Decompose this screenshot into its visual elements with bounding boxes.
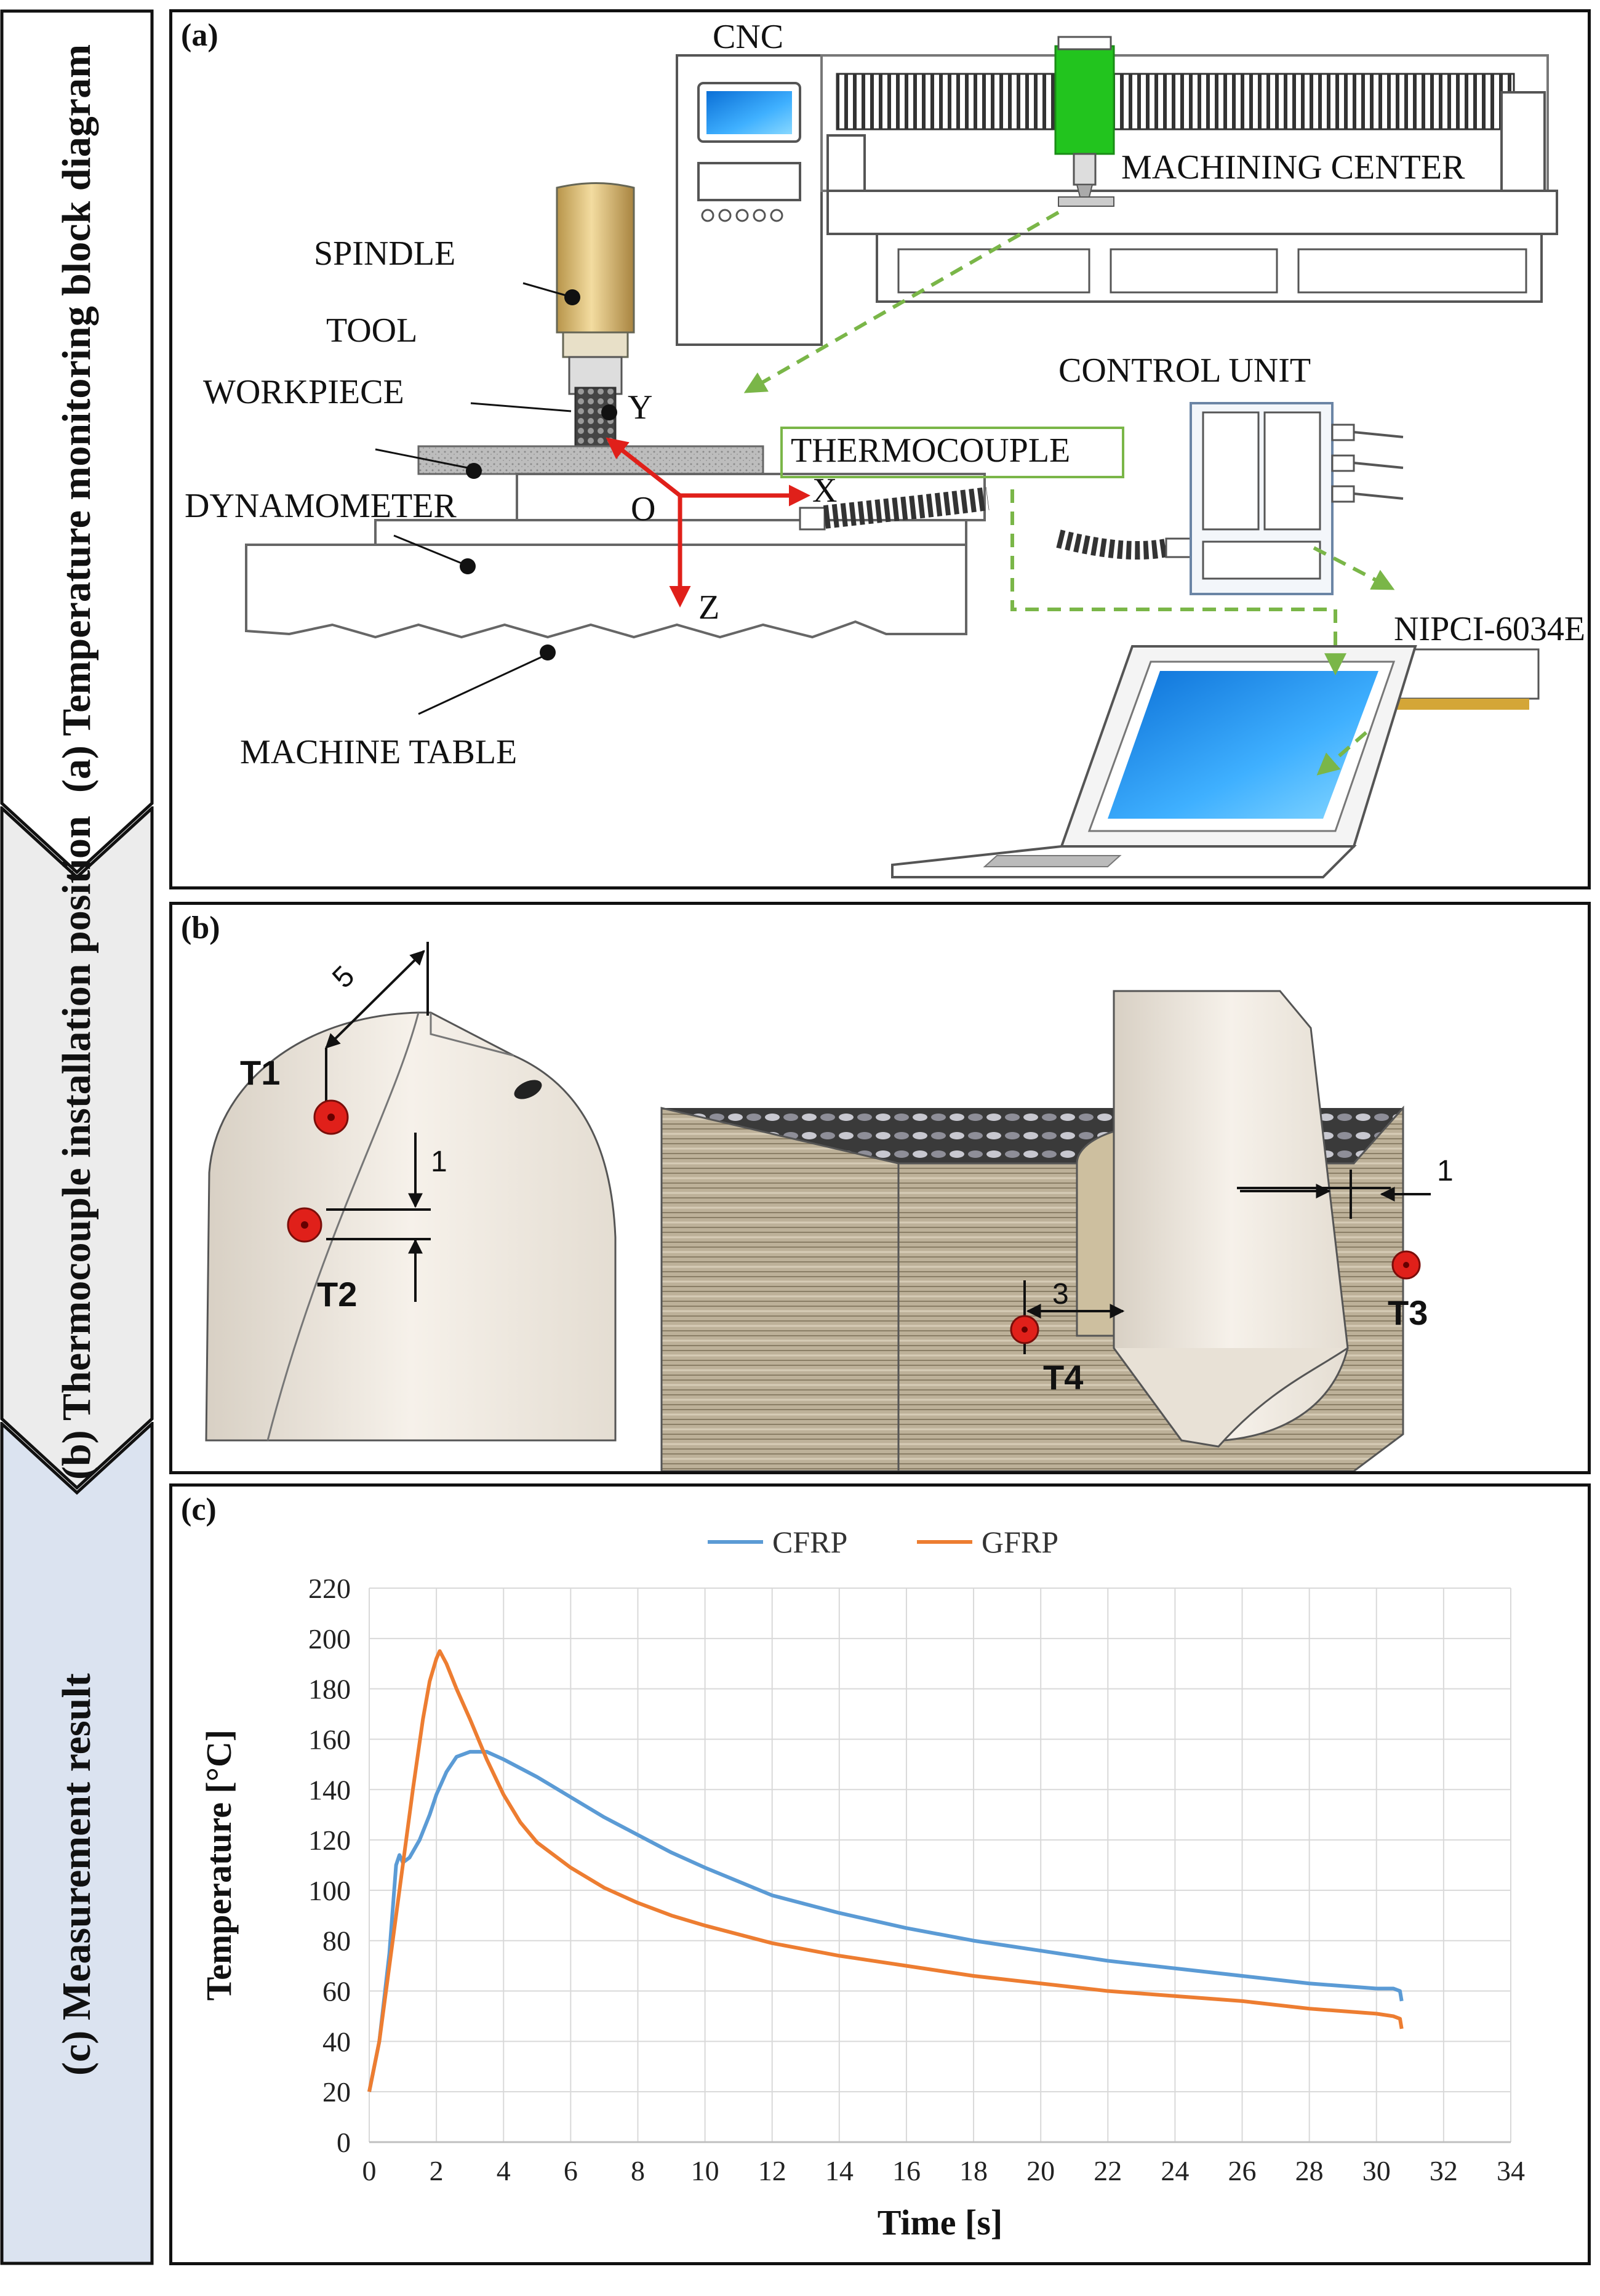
panel-a-illustration — [245, 36, 1558, 878]
x-tick-label: 18 — [959, 2155, 988, 2186]
thermocouple-label: THERMOCOUPLE — [791, 432, 1071, 470]
y-tick-label: 180 — [308, 1674, 351, 1705]
machine-table-label: MACHINE TABLE — [240, 733, 518, 771]
y-axis-title: Temperature [°C] — [199, 1730, 239, 2001]
y-tick-label: 40 — [322, 2026, 351, 2057]
panel-b-illustration — [205, 942, 1431, 1471]
x-tick-label: 8 — [631, 2155, 645, 2186]
panel-a: (a) CNC MACHINING CENTER SPINDLE TOOL WO… — [169, 9, 1591, 889]
legend-label-gfrp: GFRP — [982, 1525, 1058, 1559]
panel-b-tag: (b) — [181, 910, 220, 945]
spindle-label: SPINDLE — [314, 235, 456, 273]
dim-1-tool-label: 1 — [431, 1146, 447, 1178]
x-axis-title: Time [s] — [878, 2202, 1003, 2242]
cutting-setup-graphic — [245, 182, 986, 715]
x-tick-label: 20 — [1026, 2155, 1055, 2186]
x-tick-label: 2 — [430, 2155, 444, 2186]
t2-label: T2 — [317, 1275, 358, 1314]
x-tick-label: 6 — [564, 2155, 578, 2186]
y-tick-label: 140 — [308, 1774, 351, 1805]
x-tick-label: 14 — [825, 2155, 854, 2186]
step-c-shape — [0, 1422, 154, 2265]
thermocouple-points — [287, 1099, 1421, 1344]
y-tick-label: 0 — [337, 2127, 351, 2158]
series-line-gfrp — [367, 1649, 1404, 2092]
coordinate-axes — [606, 437, 810, 608]
x-tick-label: 34 — [1497, 2155, 1525, 2186]
signal-flow-arrows — [743, 211, 1395, 776]
panel-b: (b) T1 T2 T3 T4 5 1 3 1 — [169, 902, 1591, 1474]
t4-label: T4 — [1043, 1358, 1084, 1397]
series-line-cfrp — [367, 1749, 1404, 2092]
y-tick-label: 60 — [322, 1976, 351, 2007]
step-c: (c) Measurement result — [0, 1422, 154, 2265]
tool-label: TOOL — [326, 311, 418, 350]
y-tick-label: 160 — [308, 1724, 351, 1755]
control-unit-label: CONTROL UNIT — [1058, 351, 1311, 390]
dynamometer-label: DYNAMOMETER — [185, 487, 457, 525]
x-tick-label: 12 — [758, 2155, 786, 2186]
workpiece-block-graphic — [660, 990, 1404, 1471]
x-tick-label: 16 — [892, 2155, 921, 2186]
dim-1-hole-label: 1 — [1437, 1155, 1454, 1187]
step-b-label: (b) Thermocouple installation position — [54, 816, 100, 1480]
y-tick-label: 120 — [308, 1824, 351, 1856]
x-tick-label: 0 — [362, 2155, 377, 2186]
thermocouple-label-box — [780, 427, 1124, 478]
step-b-shape — [0, 806, 154, 1490]
panel-a-tag: (a) — [181, 18, 218, 53]
dim-3-label: 3 — [1052, 1278, 1069, 1311]
step-a-label: (a) Temperature monitoring block diagram — [54, 44, 100, 793]
x-tick-label: 10 — [691, 2155, 719, 2186]
laptop-graphic — [891, 645, 1417, 878]
t1-label: T1 — [240, 1053, 281, 1092]
step-a-shape — [0, 9, 154, 874]
x-tick-label: 22 — [1094, 2155, 1122, 2186]
axis-x-label: X — [812, 472, 838, 510]
x-tick-label: 24 — [1161, 2155, 1189, 2186]
machining-center-graphic — [676, 36, 1558, 346]
axis-z-label: Z — [698, 588, 720, 627]
x-tick-label: 4 — [497, 2155, 511, 2186]
step-a: (a) Temperature monitoring block diagram — [0, 9, 154, 874]
x-tick-label: 30 — [1362, 2155, 1391, 2186]
drill-tip-graphic — [205, 1011, 617, 1442]
x-tick-label: 28 — [1295, 2155, 1324, 2186]
cnc-label: CNC — [713, 18, 784, 56]
step-c-label: (c) Measurement result — [54, 1673, 100, 2076]
legend-label-cfrp: CFRP — [772, 1525, 847, 1559]
x-tick-label: 26 — [1228, 2155, 1257, 2186]
y-tick-label: 20 — [322, 2076, 351, 2108]
workpiece-label: WORKPIECE — [203, 373, 404, 411]
daq-card-label: NIPCI-6034E — [1394, 610, 1586, 648]
control-unit-graphic — [1190, 402, 1404, 595]
x-tick-label: 32 — [1430, 2155, 1458, 2186]
origin-label: O — [631, 490, 656, 528]
machining-center-label: MACHINING CENTER — [1121, 148, 1465, 187]
y-tick-label: 80 — [322, 1925, 351, 1957]
step-b: (b) Thermocouple installation position — [0, 806, 154, 1490]
y-tick-label: 200 — [308, 1623, 351, 1655]
axis-y-label: Y — [628, 388, 653, 427]
t3-label: T3 — [1388, 1293, 1428, 1332]
y-tick-label: 100 — [308, 1875, 351, 1906]
panel-c-tag: (c) — [181, 1492, 217, 1527]
y-tick-label: 220 — [308, 1573, 351, 1604]
